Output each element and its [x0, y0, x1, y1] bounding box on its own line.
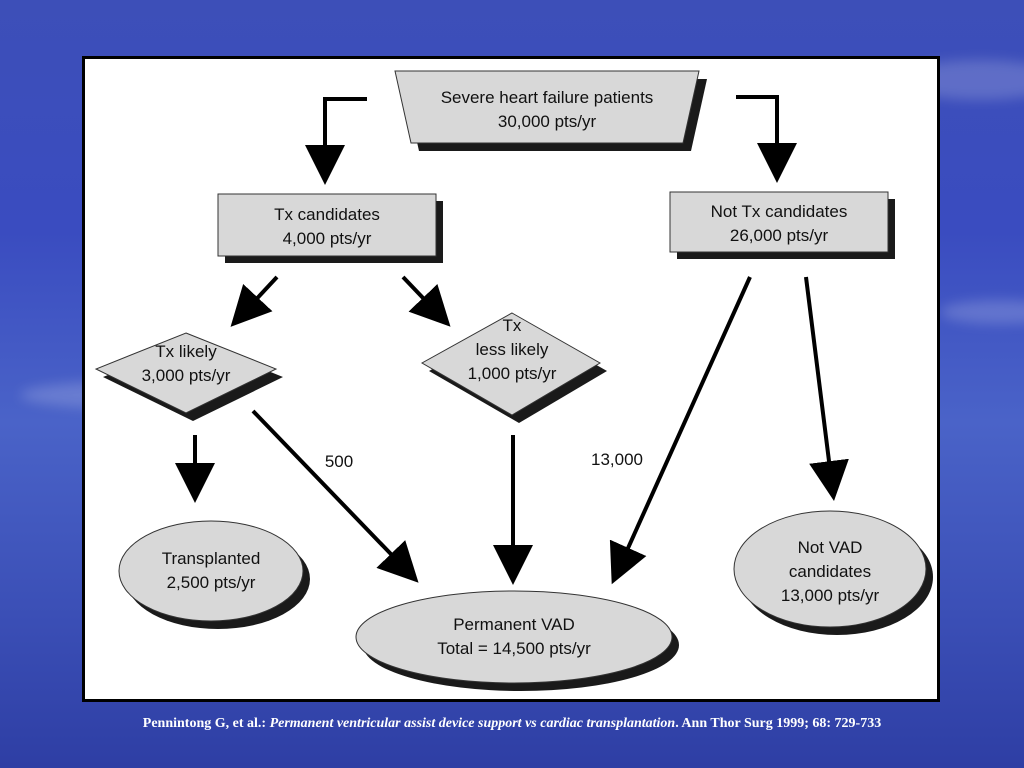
not-vad-line1: Not VAD	[798, 538, 863, 557]
node-severe-heart-failure: Severe heart failure patients 30,000 pts…	[394, 70, 707, 151]
edge-label-500: 500	[325, 452, 353, 471]
citation-authors: Pennintong G, et al.:	[142, 716, 270, 731]
citation-title: Permanent ventricular assist device supp…	[269, 716, 676, 731]
arrow-not-tx-to-vad	[609, 276, 752, 585]
permanent-vad-label: Permanent VAD	[453, 615, 575, 634]
tx-likely-count: 3,000 pts/yr	[142, 366, 231, 385]
not-vad-line2: candidates	[789, 562, 871, 581]
tx-less-likely-count: 1,000 pts/yr	[468, 364, 557, 383]
citation: Pennintong G, et al.: Permanent ventricu…	[0, 716, 1024, 732]
tx-candidates-label: Tx candidates	[274, 205, 380, 224]
permanent-vad-total: Total = 14,500 pts/yr	[437, 639, 591, 658]
severe-label: Severe heart failure patients	[441, 88, 654, 107]
arrow-severe-to-tx	[305, 97, 367, 185]
node-not-vad-candidates: Not VAD candidates 13,000 pts/yr	[733, 510, 933, 635]
severe-count: 30,000 pts/yr	[498, 112, 597, 131]
arrow-tx-to-likely	[230, 275, 279, 327]
node-tx-likely: Tx likely 3,000 pts/yr	[94, 332, 283, 421]
diagram-frame: Severe heart failure patients 30,000 pts…	[82, 56, 940, 702]
not-vad-count: 13,000 pts/yr	[781, 586, 880, 605]
arrow-likely-to-vad	[251, 409, 419, 583]
not-tx-candidates-count: 26,000 pts/yr	[730, 226, 829, 245]
tx-less-likely-line1: Tx	[503, 316, 522, 335]
node-tx-candidates: Tx candidates 4,000 pts/yr	[217, 193, 443, 263]
background-cloud	[940, 300, 1024, 324]
node-tx-less-likely: Tx less likely 1,000 pts/yr	[420, 312, 607, 423]
tx-likely-label: Tx likely	[155, 342, 217, 361]
edge-label-13000: 13,000	[591, 450, 643, 469]
arrow-severe-to-not-tx	[736, 95, 797, 183]
node-not-tx-candidates: Not Tx candidates 26,000 pts/yr	[669, 191, 895, 259]
arrow-tx-to-less-likely	[401, 275, 451, 327]
node-permanent-vad: Permanent VAD Total = 14,500 pts/yr	[355, 590, 679, 691]
tx-candidates-count: 4,000 pts/yr	[283, 229, 372, 248]
flow-diagram: Severe heart failure patients 30,000 pts…	[94, 70, 933, 691]
citation-journal: . Ann Thor Surg 1999; 68: 729-733	[675, 716, 882, 731]
transplanted-count: 2,500 pts/yr	[167, 573, 256, 592]
not-tx-candidates-label: Not Tx candidates	[711, 202, 848, 221]
transplanted-label: Transplanted	[162, 549, 261, 568]
node-transplanted: Transplanted 2,500 pts/yr	[118, 520, 310, 629]
arrow-not-tx-to-not-vad	[804, 276, 849, 501]
tx-less-likely-line2: less likely	[476, 340, 549, 359]
flow-arrows	[175, 95, 849, 585]
